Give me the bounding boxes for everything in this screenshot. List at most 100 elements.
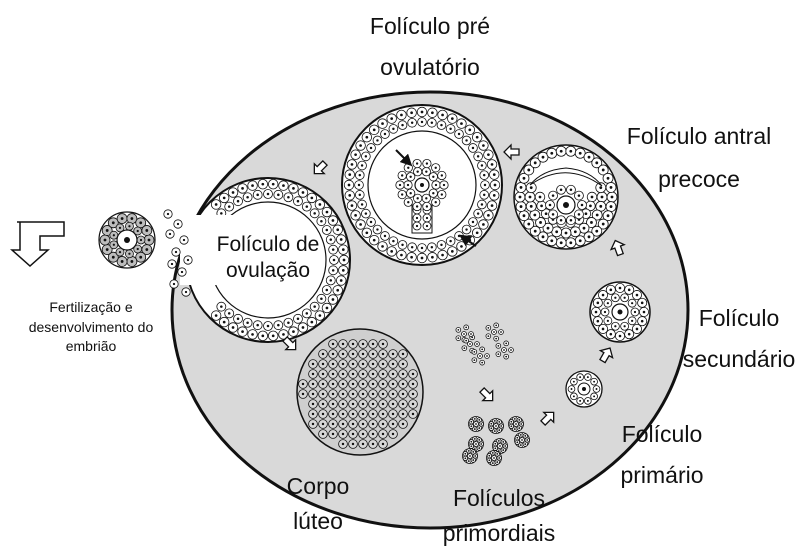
cell-nucleus (372, 393, 374, 395)
cell-nucleus (504, 445, 506, 447)
cell-nucleus (498, 457, 500, 459)
cell-nucleus (524, 443, 526, 445)
cell-nucleus (524, 435, 526, 437)
cell-nucleus (547, 227, 550, 230)
cell-nucleus (312, 383, 314, 385)
cell-nucleus (342, 383, 344, 385)
cell-nucleus (502, 449, 504, 451)
cell-nucleus (510, 421, 512, 423)
cell-nucleus (382, 383, 384, 385)
cell-nucleus (432, 192, 434, 194)
cell-nucleus (579, 400, 581, 402)
cell-nucleus (342, 433, 344, 435)
cell-nucleus (516, 441, 518, 443)
cell-nucleus (322, 413, 324, 415)
cell-nucleus (402, 363, 404, 365)
cell-nucleus (631, 302, 633, 304)
cell-nucleus (470, 421, 472, 423)
cell-nucleus (171, 263, 173, 265)
cell-nucleus (322, 363, 324, 365)
cell-nucleus (322, 383, 324, 385)
cell-nucleus (431, 111, 434, 114)
cell-nucleus (354, 153, 357, 156)
cell-nucleus (472, 147, 474, 149)
cell-nucleus (251, 333, 254, 336)
cell-nucleus (470, 425, 472, 427)
cell-nucleus (220, 212, 223, 215)
cell-nucleus (322, 373, 324, 375)
label-secondary: Folículo secundário (672, 304, 806, 374)
cell-nucleus (326, 229, 329, 232)
cell-nucleus (494, 184, 497, 187)
cell-nucleus (468, 128, 471, 131)
cell-nucleus (361, 164, 363, 166)
cell-nucleus (416, 197, 418, 199)
cell-nucleus (332, 373, 334, 375)
cell-nucleus (177, 223, 179, 225)
cell-nucleus (474, 455, 476, 457)
label-line: desenvolvimento do (2, 318, 180, 338)
cell-nucleus (483, 174, 485, 176)
cell-nucleus (510, 425, 512, 427)
cell-nucleus (520, 186, 523, 189)
cell-nucleus (476, 136, 479, 139)
cell-nucleus (497, 353, 499, 355)
cell-nucleus (382, 413, 384, 415)
cell-nucleus (362, 403, 364, 405)
cell-nucleus (480, 443, 482, 445)
cell-nucleus (351, 163, 354, 166)
cell-nucleus (495, 338, 497, 340)
cell-nucleus (552, 194, 555, 197)
cell-nucleus (472, 451, 474, 453)
cell-nucleus (392, 353, 394, 355)
cell-nucleus (246, 196, 249, 199)
cell-nucleus (480, 423, 482, 425)
cell-nucleus (505, 356, 507, 358)
cell-nucleus (470, 441, 472, 443)
cell-nucleus (560, 241, 563, 244)
cell-nucleus (421, 111, 424, 114)
cell-nucleus (435, 201, 437, 203)
cell-nucleus (628, 289, 631, 292)
cell-nucleus (534, 230, 537, 233)
cell-nucleus (470, 333, 472, 335)
cell-nucleus (220, 305, 223, 308)
cell-nucleus (412, 373, 414, 375)
cell-nucleus (322, 423, 324, 425)
cell-nucleus (407, 167, 409, 169)
cell-nucleus (481, 362, 483, 364)
cell-nucleus (610, 205, 613, 208)
cell-nucleus (499, 445, 501, 447)
cell-nucleus (416, 205, 418, 207)
cell-nucleus (560, 219, 563, 222)
cell-nucleus (382, 423, 384, 425)
cell-nucleus (440, 244, 442, 246)
cell-nucleus (119, 251, 121, 253)
cell-nucleus (392, 433, 394, 435)
cell-nucleus (426, 225, 428, 227)
cell-nucleus (464, 457, 466, 459)
cell-nucleus (173, 283, 175, 285)
cell-nucleus (530, 205, 533, 208)
cell-nucleus (560, 189, 563, 192)
label-line: Folículo pré (345, 12, 515, 41)
cell-nucleus (426, 205, 428, 207)
cell-nucleus (607, 214, 610, 217)
label-line: Folículo (598, 420, 726, 449)
cell-nucleus (569, 150, 572, 153)
cell-nucleus (555, 230, 558, 233)
cell-nucleus (392, 240, 394, 242)
cell-nucleus (272, 334, 275, 337)
cell-nucleus (502, 441, 504, 443)
cell-nucleus (332, 219, 335, 222)
cell-nucleus (520, 205, 523, 208)
cell-nucleus (402, 383, 404, 385)
cell-nucleus (277, 324, 280, 327)
cell-nucleus (460, 122, 463, 125)
cell-nucleus (401, 124, 403, 126)
cell-nucleus (372, 443, 374, 445)
cell-nucleus (342, 353, 344, 355)
cell-nucleus (362, 423, 364, 425)
cell-nucleus (449, 128, 451, 130)
cell-nucleus (595, 230, 598, 233)
